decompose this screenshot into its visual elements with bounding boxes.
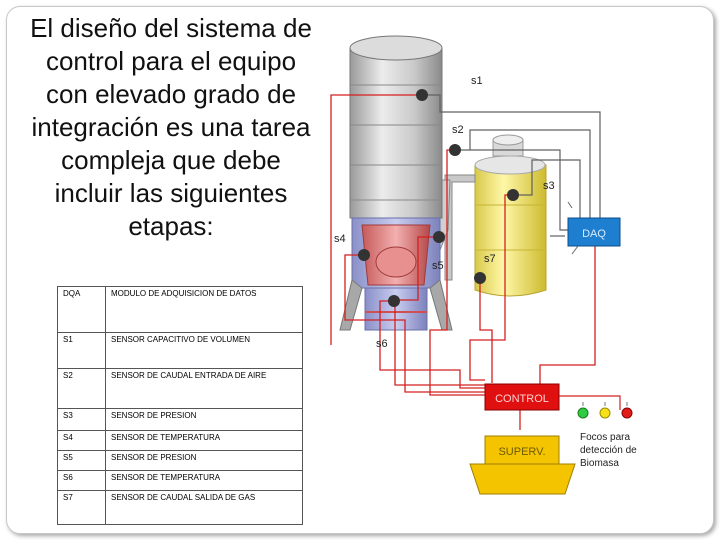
red-wires: [330, 94, 596, 430]
gasifier-column: [339, 35, 453, 331]
superv-label: SUPERV.: [498, 446, 545, 458]
sensor-label-s5: s5: [432, 260, 444, 272]
sensor-label-s2: s2: [452, 124, 464, 136]
gray-wires: [422, 94, 601, 237]
table-cell-description: SENSOR CAPACITIVO DE VOLUMEN: [105, 332, 303, 369]
yellow-tank: [474, 134, 547, 297]
table-cell-code: S1: [57, 332, 106, 369]
sensor-label-s3: s3: [543, 180, 555, 192]
daq-module: DAQ: [567, 201, 621, 255]
supervision-station: SUPERV.: [469, 435, 576, 495]
sensor-dots: [358, 89, 519, 307]
biomass-lights: Focos para detección de Biomasa: [559, 395, 637, 469]
green-light-icon: [577, 402, 589, 419]
control-module: CONTROL: [484, 383, 560, 411]
slide-title: El diseño del sistema de control para el…: [30, 13, 312, 241]
sensor-label-s7: s7: [484, 253, 496, 265]
lights-label-line2: detección de: [580, 445, 637, 456]
table-cell-description: SENSOR DE CAUDAL SALIDA DE GAS: [105, 490, 303, 525]
table-cell-code: S7: [57, 490, 106, 525]
sensor-label-s6: s6: [376, 338, 388, 350]
sensor-label-s4: s4: [334, 233, 346, 245]
sensor-labels: s1 s2 s3 s4 s5 s7 s6: [334, 75, 555, 350]
red-light-icon: [621, 402, 633, 419]
table-cell-description: MODULO DE ADQUISICION DE DATOS: [105, 286, 303, 333]
lights-label-line3: Biomasa: [580, 458, 619, 469]
daq-label: DAQ: [582, 228, 606, 240]
sensor-label-s1: s1: [471, 75, 483, 87]
lights-label-line1: Focos para: [580, 432, 630, 443]
yellow-light-icon: [599, 402, 611, 419]
control-label: CONTROL: [495, 393, 549, 405]
